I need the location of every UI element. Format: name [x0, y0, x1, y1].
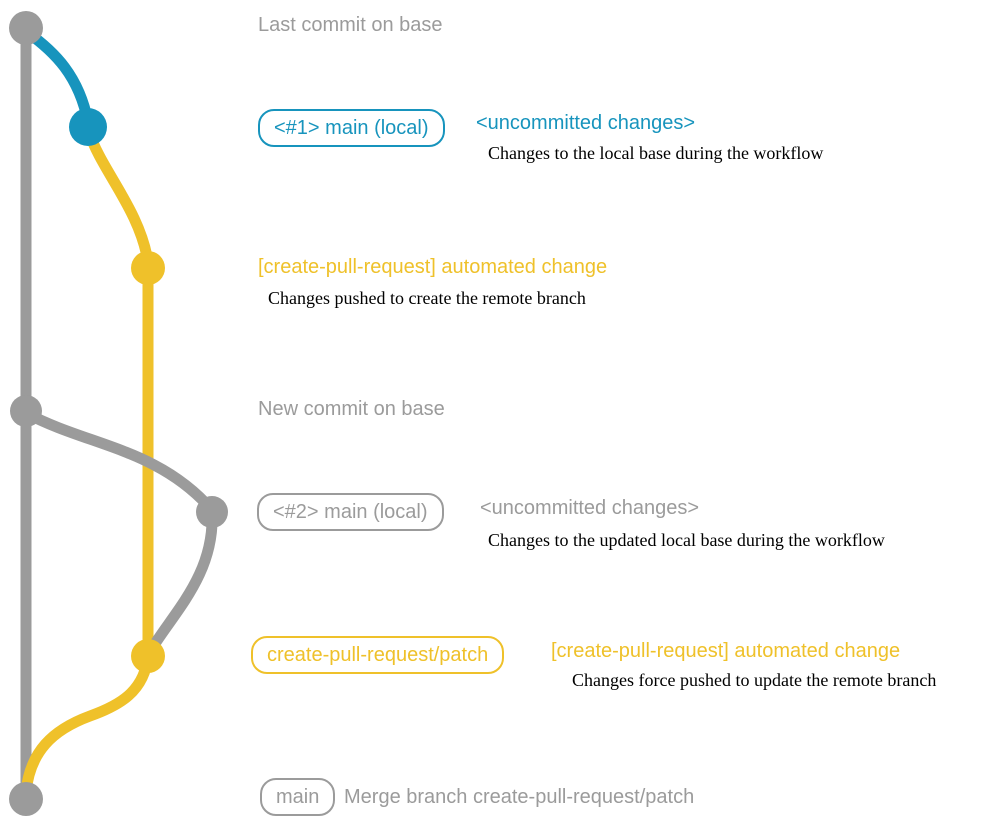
branch-chip-create-pull-request-patch: create-pull-request/patch	[251, 636, 505, 674]
heading-automated-change-2: [create-pull-request] automated change	[551, 640, 901, 662]
commit-dot-new-commit-on-base	[10, 395, 42, 427]
branch-chip-main-local-1: <#1> main (local)	[258, 109, 445, 147]
commit-dot-uncommitted-changes-1	[69, 108, 107, 146]
label-merge-branch: Merge branch create-pull-request/patch	[344, 786, 695, 808]
description-automated-change-1: Changes pushed to create the remote bran…	[268, 288, 586, 308]
commit-dot-automated-change-2	[131, 639, 165, 673]
label-new-commit-on-base: New commit on base	[258, 398, 445, 420]
branch-chip-main-local-2: <#2> main (local)	[257, 493, 444, 531]
heading-automated-change-1: [create-pull-request] automated change	[258, 256, 608, 278]
commit-dot-uncommitted-changes-2	[196, 496, 228, 528]
heading-uncommitted-changes-1: <uncommitted changes>	[476, 112, 696, 134]
branch-line-local-main-2-rejoin	[145, 506, 218, 656]
description-automated-change-2: Changes force pushed to update the remot…	[572, 670, 937, 690]
heading-uncommitted-changes-2: <uncommitted changes>	[480, 497, 700, 519]
commit-dot-automated-change-1	[131, 251, 165, 285]
description-uncommitted-changes-2: Changes to the updated local base during…	[488, 530, 885, 550]
commit-graph	[9, 11, 228, 816]
commit-dot-last-commit-on-base	[9, 11, 43, 45]
label-last-commit-on-base: Last commit on base	[258, 14, 443, 36]
branch-chip-main: main	[260, 778, 336, 816]
commit-dot-merge-commit	[9, 782, 43, 816]
branch-line-patch-merge-into-base	[20, 649, 154, 798]
branch-line-local-main-1	[21, 26, 94, 128]
description-uncommitted-changes-1: Changes to the local base during the wor…	[488, 143, 824, 163]
branch-line-local-main-2-diverge	[20, 407, 218, 516]
branch-line-create-pull-request-patch	[83, 126, 154, 661]
